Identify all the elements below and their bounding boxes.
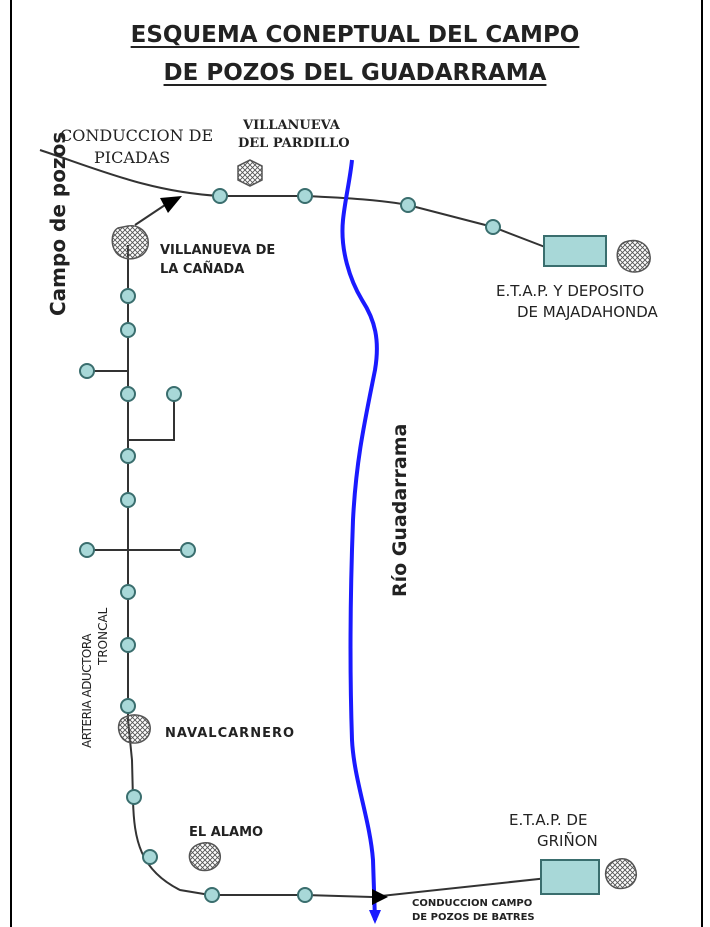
label-campo-de-pozos: Campo de pozos xyxy=(46,131,70,316)
label-navalcarnero: NAVALCARNERO xyxy=(165,726,296,741)
river-line xyxy=(340,159,379,921)
canada-arrow-head xyxy=(160,196,182,213)
well-trunk-9 xyxy=(126,789,142,805)
river-arrow-head xyxy=(369,910,381,924)
well-branch-left-1 xyxy=(79,363,95,379)
label-villanueva-canada-1: VILLANUEVA DE xyxy=(160,243,276,258)
frame-left-border xyxy=(10,0,12,927)
well-trunk-8 xyxy=(120,698,136,714)
well-trunk-7 xyxy=(120,637,136,653)
batres-arrow-head xyxy=(372,889,388,905)
label-etap-majadahonda-2: DE MAJADAHONDA xyxy=(517,303,658,321)
well-branch-left-2 xyxy=(79,542,95,558)
label-conduccion-picadas-1: CONDUCCION DE xyxy=(60,126,214,145)
label-villanueva-pardillo-1: VILLANUEVA xyxy=(243,118,340,133)
wells-top xyxy=(212,188,501,235)
label-conduccion-batres-2: DE POZOS DE BATRES xyxy=(412,912,535,923)
canada-arrow-line xyxy=(134,204,166,226)
town-navalcarnero-marker xyxy=(117,714,151,744)
well-top-1 xyxy=(212,188,228,204)
label-rio-guadarrama: Río Guadarrama xyxy=(389,423,411,597)
town-el-alamo-marker xyxy=(188,841,221,872)
well-trunk-4 xyxy=(120,448,136,464)
well-bottom-2 xyxy=(297,887,313,903)
etap-majadahonda-box xyxy=(543,235,607,267)
label-etap-grinon-1: E.T.A.P. DE xyxy=(509,811,588,829)
title-line-2: DE POZOS DEL GUADARRAMA xyxy=(163,60,547,86)
town-villanueva-pardillo-marker xyxy=(237,159,263,187)
label-conduccion-picadas-2: PICADAS xyxy=(94,148,171,167)
label-el-alamo: EL ALAMO xyxy=(189,825,264,840)
well-branch-right-1 xyxy=(166,386,182,402)
wells-trunk xyxy=(79,288,313,903)
well-branch-right-2 xyxy=(180,542,196,558)
label-conduccion-batres-1: CONDUCCION CAMPO xyxy=(412,898,533,909)
label-etap-majadahonda-1: E.T.A.P. Y DEPOSITO xyxy=(496,282,645,300)
trunk-line xyxy=(127,245,549,899)
branch-right-upper xyxy=(128,394,175,441)
label-villanueva-pardillo-2: DEL PARDILLO xyxy=(238,136,350,151)
town-grinon-marker xyxy=(604,858,637,890)
well-trunk-10 xyxy=(142,849,158,865)
title-line-1: ESQUEMA CONEPTUAL DEL CAMPO xyxy=(130,22,580,48)
well-trunk-1 xyxy=(120,288,136,304)
town-majadahonda-marker xyxy=(616,239,651,273)
well-bottom-1 xyxy=(204,887,220,903)
label-etap-grinon-2: GRIÑON xyxy=(537,832,598,850)
well-trunk-6 xyxy=(120,584,136,600)
well-top-2 xyxy=(297,188,313,204)
frame-right-border xyxy=(701,0,703,927)
town-villanueva-canada-marker xyxy=(111,224,149,260)
well-trunk-2 xyxy=(120,322,136,338)
etap-grinon-box xyxy=(540,859,600,895)
well-trunk-5 xyxy=(120,492,136,508)
label-arteria-troncal: TRONCAL xyxy=(96,607,110,665)
well-trunk-3 xyxy=(120,386,136,402)
well-top-3 xyxy=(400,197,416,213)
label-villanueva-canada-2: LA CAÑADA xyxy=(160,262,245,277)
label-arteria-aductora: ARTERIA ADUCTORA xyxy=(80,634,94,748)
well-top-4 xyxy=(485,219,501,235)
